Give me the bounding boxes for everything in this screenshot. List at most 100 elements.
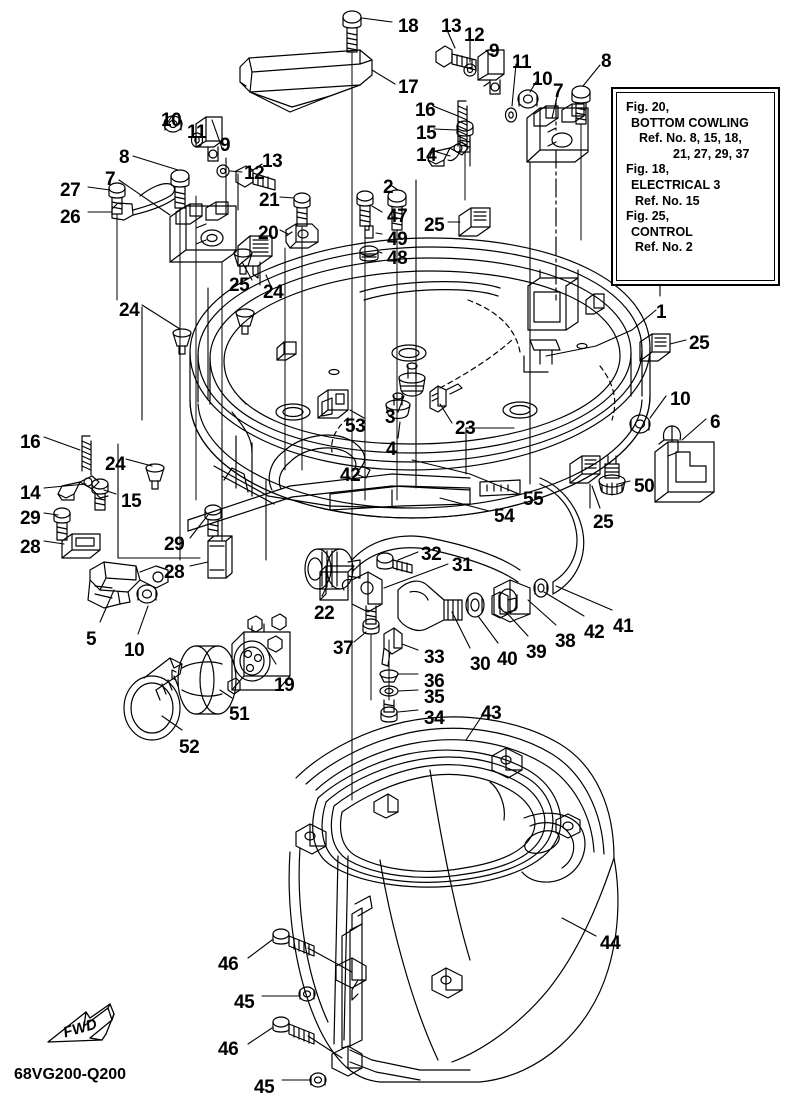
- part-28-clamps: [61, 533, 233, 579]
- callout-number-28: 28: [164, 562, 185, 583]
- callout-number-19: 19: [274, 675, 295, 696]
- callout-number-7: 7: [553, 81, 564, 102]
- callout-number-5: 5: [86, 629, 97, 650]
- callout-number-50: 50: [634, 476, 655, 497]
- callout-number-31: 31: [452, 555, 473, 576]
- callout-number-47: 47: [387, 206, 408, 227]
- callout-number-44: 44: [600, 933, 621, 954]
- callout-number-42: 42: [584, 622, 605, 643]
- callout-number-27: 27: [60, 180, 81, 201]
- part-52-clamp: [123, 657, 183, 741]
- part-5-clamp: [87, 561, 169, 609]
- callout-number-46: 46: [218, 954, 239, 975]
- bolts-misc: [53, 85, 591, 561]
- ref-line-4: 21, 27, 29, 37: [673, 146, 750, 161]
- callout-number-8: 8: [601, 51, 612, 72]
- callout-number-25: 25: [689, 333, 710, 354]
- part-22-fitting: [304, 548, 361, 590]
- callout-number-32: 32: [421, 544, 442, 565]
- callout-number-35: 35: [424, 687, 445, 708]
- callout-number-21: 21: [259, 190, 280, 211]
- upper-left-hinge-assembly: [169, 201, 237, 263]
- callout-number-17: 17: [398, 77, 419, 98]
- callout-number-24: 24: [105, 454, 126, 475]
- lower-center-assembly: [319, 477, 585, 631]
- callout-number-15: 15: [416, 123, 437, 144]
- callout-number-48: 48: [387, 248, 408, 269]
- ref-line-5: Fig. 18,: [626, 162, 670, 177]
- callout-number-12: 12: [244, 163, 265, 184]
- ref-line-9: CONTROL: [631, 224, 693, 239]
- callout-number-16: 16: [415, 100, 436, 121]
- callout-number-51: 51: [229, 704, 250, 725]
- ref-line-7: Ref. No. 15: [635, 193, 700, 208]
- callout-number-14: 14: [416, 145, 437, 166]
- callout-number-16: 16: [20, 432, 41, 453]
- part-16-spring-left: [81, 435, 92, 476]
- leader-lines: [43, 17, 707, 1081]
- callout-number-4: 4: [386, 439, 397, 460]
- part-10-grommets: [136, 89, 651, 604]
- callout-number-29: 29: [20, 508, 41, 529]
- callout-number-45: 45: [254, 1077, 275, 1098]
- callout-number-24: 24: [119, 300, 140, 321]
- callout-number-11: 11: [187, 122, 207, 143]
- callout-number-28: 28: [20, 537, 41, 558]
- callout-number-23: 23: [455, 418, 476, 439]
- callout-number-10: 10: [532, 69, 553, 90]
- callout-number-24: 24: [263, 282, 284, 303]
- callout-number-41: 41: [613, 616, 634, 637]
- part-1-bottom-cowling: [187, 99, 651, 532]
- callout-number-22: 22: [314, 603, 335, 624]
- ref-line-10: Ref. No. 2: [635, 240, 693, 255]
- part-19-component: [231, 613, 291, 691]
- callout-number-53: 53: [345, 416, 366, 437]
- callout-number-2: 2: [383, 177, 394, 198]
- callout-number-37: 37: [333, 638, 354, 659]
- callout-number-10: 10: [670, 389, 691, 410]
- alignment-rods: [116, 151, 582, 701]
- callout-number-12: 12: [464, 25, 485, 46]
- callout-number-9: 9: [220, 135, 231, 156]
- hose-loop-part-42: [268, 434, 521, 583]
- callout-number-25: 25: [424, 215, 445, 236]
- part-50-pin: [598, 455, 626, 496]
- callout-number-36: 36: [424, 671, 445, 692]
- callout-number-11: 11: [512, 52, 532, 73]
- callout-number-13: 13: [262, 151, 283, 172]
- part-14-lever-top: [427, 141, 469, 167]
- reference-box: Fig. 20, BOTTOM COWLING Ref. No. 8, 15, …: [611, 87, 780, 286]
- part-code-label: 68VG200-Q200: [14, 1066, 127, 1083]
- part-11-washers: [190, 107, 518, 148]
- callout-number-20: 20: [258, 223, 279, 244]
- callout-number-46: 46: [218, 1039, 239, 1060]
- part-6-bracket: [654, 425, 715, 503]
- callout-number-18: 18: [398, 16, 419, 37]
- part-13-bolts: [235, 45, 477, 191]
- callout-number-49: 49: [387, 229, 408, 250]
- part-51-ring: [171, 645, 241, 715]
- callout-number-15: 15: [121, 491, 142, 512]
- part-46-45-fasteners: [272, 928, 327, 1088]
- callout-number-33: 33: [424, 647, 445, 668]
- part-12-washers: [216, 63, 477, 178]
- callout-number-43: 43: [481, 703, 502, 724]
- callout-number-7: 7: [105, 169, 116, 190]
- part-9-clip-right: [477, 49, 505, 95]
- callout-number-9: 9: [489, 41, 500, 62]
- callout-number-54: 54: [494, 506, 515, 527]
- callout-number-10: 10: [124, 640, 145, 661]
- callout-number-55: 55: [523, 489, 544, 510]
- callout-number-40: 40: [497, 649, 518, 670]
- callout-number-13: 13: [441, 16, 462, 37]
- ref-line-6: ELECTRICAL 3: [631, 177, 721, 192]
- callout-number-29: 29: [164, 534, 185, 555]
- callout-number-25: 25: [229, 275, 250, 296]
- part-17-bracket: [239, 49, 373, 113]
- callout-number-34: 34: [424, 708, 445, 729]
- part-25-clips: [237, 207, 671, 484]
- part-44-lower-cowling: [288, 716, 619, 1083]
- ref-line-3: Ref. No. 8, 15, 18,: [639, 131, 742, 146]
